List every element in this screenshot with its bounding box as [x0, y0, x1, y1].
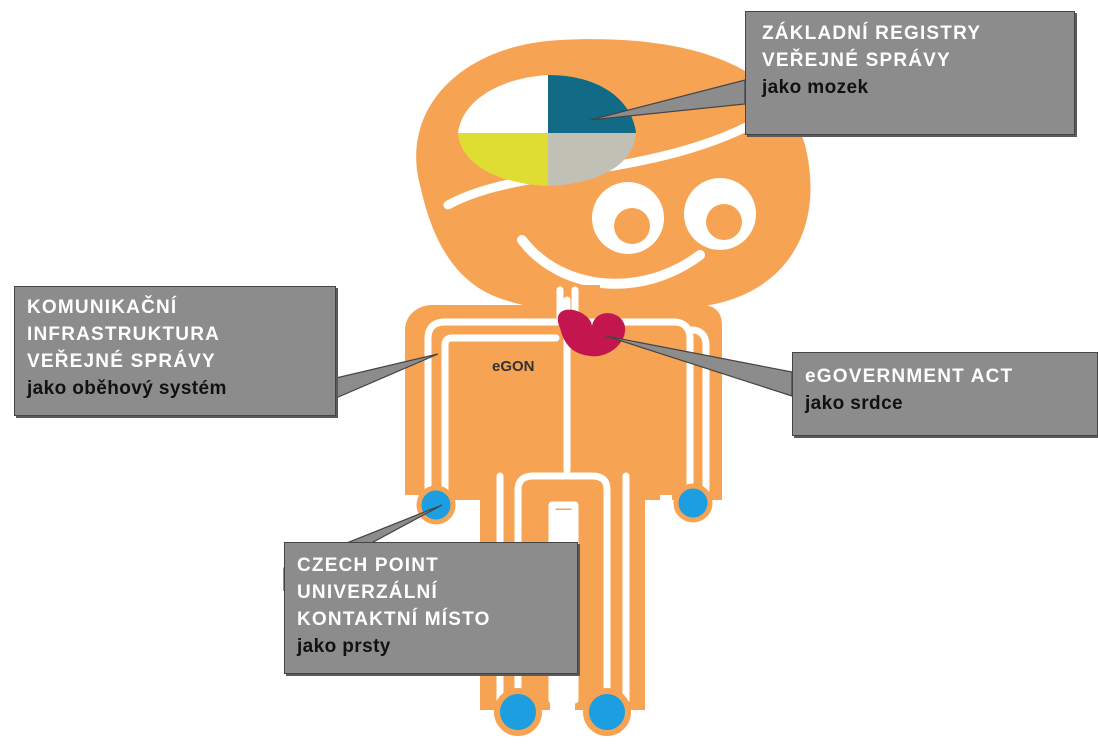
callout-infra-subtitle: jako oběhový systém — [27, 378, 227, 399]
brain-quadrant-teal — [548, 75, 636, 133]
callout-registry-line-1: ZÁKLADNÍ REGISTRY — [762, 23, 982, 44]
callout-act: eGOVERNMENT ACT jako srdce — [792, 352, 1098, 436]
callout-infra-line-2: INFRASTRUKTURA — [27, 324, 221, 345]
arm-left — [405, 305, 470, 495]
callout-infra-line-1: KOMUNIKAČNÍ — [27, 297, 178, 318]
callout-infrastructure: KOMUNIKAČNÍ INFRASTRUKTURA VEŘEJNÉ SPRÁV… — [14, 286, 336, 416]
pupil-right — [706, 204, 742, 240]
brain-quadrant-yellow — [458, 133, 548, 186]
toe-left — [494, 688, 542, 736]
eyes — [592, 178, 756, 254]
brain-quadrant-gray — [548, 133, 636, 186]
callout-point: CZECH POINT UNIVERZÁLNÍ KONTAKTNÍ MÍSTO … — [284, 542, 578, 674]
figure-label: eGON — [492, 358, 535, 375]
torso — [430, 305, 722, 500]
brain — [458, 75, 636, 186]
pupil-left — [614, 208, 650, 244]
callout-registry-line-2: VEŘEJNÉ SPRÁVY — [762, 50, 951, 71]
fingertip-left — [416, 485, 456, 525]
callout-act-line-1: eGOVERNMENT ACT — [805, 366, 1014, 387]
pointer-infra — [335, 353, 439, 399]
heart — [557, 309, 626, 357]
callout-registry-subtitle: jako mozek — [762, 77, 869, 98]
callout-point-line-2: UNIVERZÁLNÍ — [297, 582, 438, 603]
callout-point-line-1: CZECH POINT — [297, 555, 439, 576]
callout-point-line-3: KONTAKTNÍ MÍSTO — [297, 609, 491, 630]
callout-point-subtitle: jako prsty — [297, 636, 391, 657]
callout-act-subtitle: jako srdce — [805, 393, 903, 414]
toe-right — [583, 688, 631, 736]
fingertip-right — [673, 483, 713, 523]
mouth — [517, 235, 705, 289]
brain-quadrant-white — [458, 75, 548, 133]
callout-registry: ZÁKLADNÍ REGISTRY VEŘEJNÉ SPRÁVY jako mo… — [745, 11, 1075, 135]
callout-infra-line-3: VEŘEJNÉ SPRÁVY — [27, 351, 216, 372]
